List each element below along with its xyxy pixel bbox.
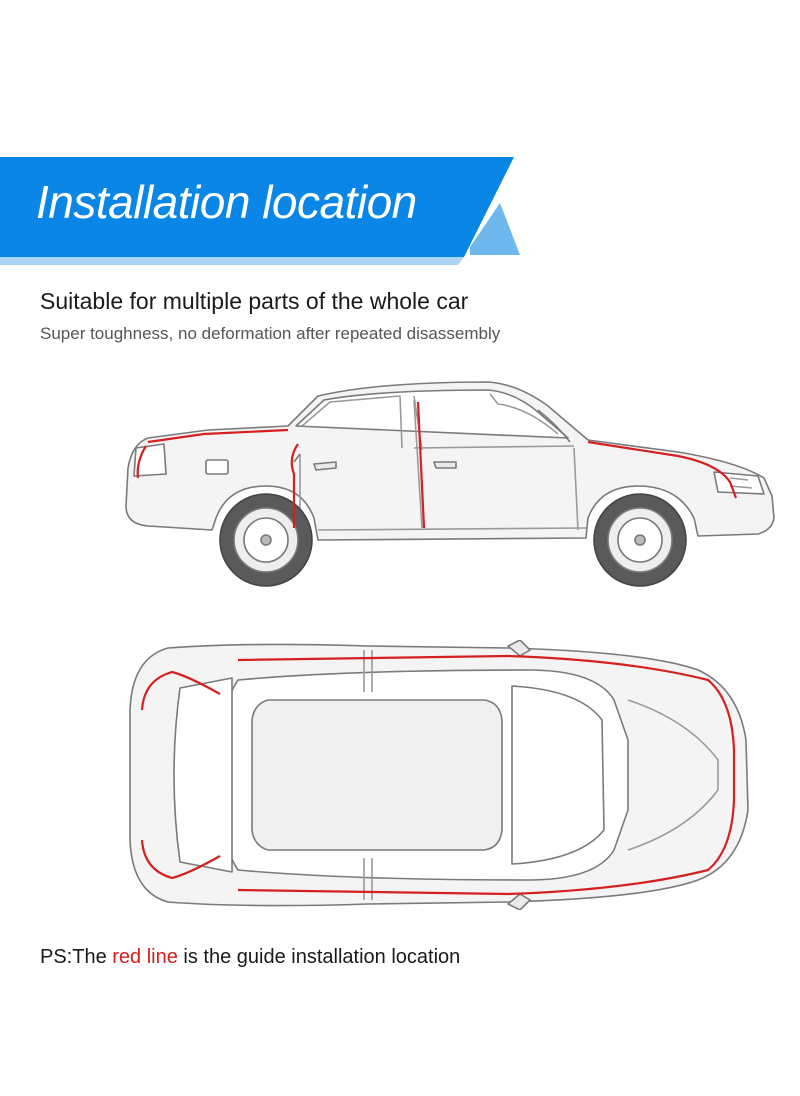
footnote-suffix: is the guide installation location [177, 946, 461, 968]
subline: Super toughness, no deformation after re… [40, 324, 501, 343]
banner-title: Installation location [36, 176, 417, 228]
headline: Suitable for multiple parts of the whole… [40, 288, 469, 314]
footnote-prefix: PS:The [40, 946, 113, 968]
footnote: PS:The red line is the guide installatio… [40, 946, 460, 969]
footnote-highlight: red line [112, 946, 178, 968]
front-wheel [593, 493, 687, 587]
title-banner [0, 155, 520, 265]
rear-wheel [219, 493, 313, 587]
car-top-view [128, 639, 760, 911]
car-side-view [118, 378, 782, 600]
banner-shape [0, 157, 520, 265]
